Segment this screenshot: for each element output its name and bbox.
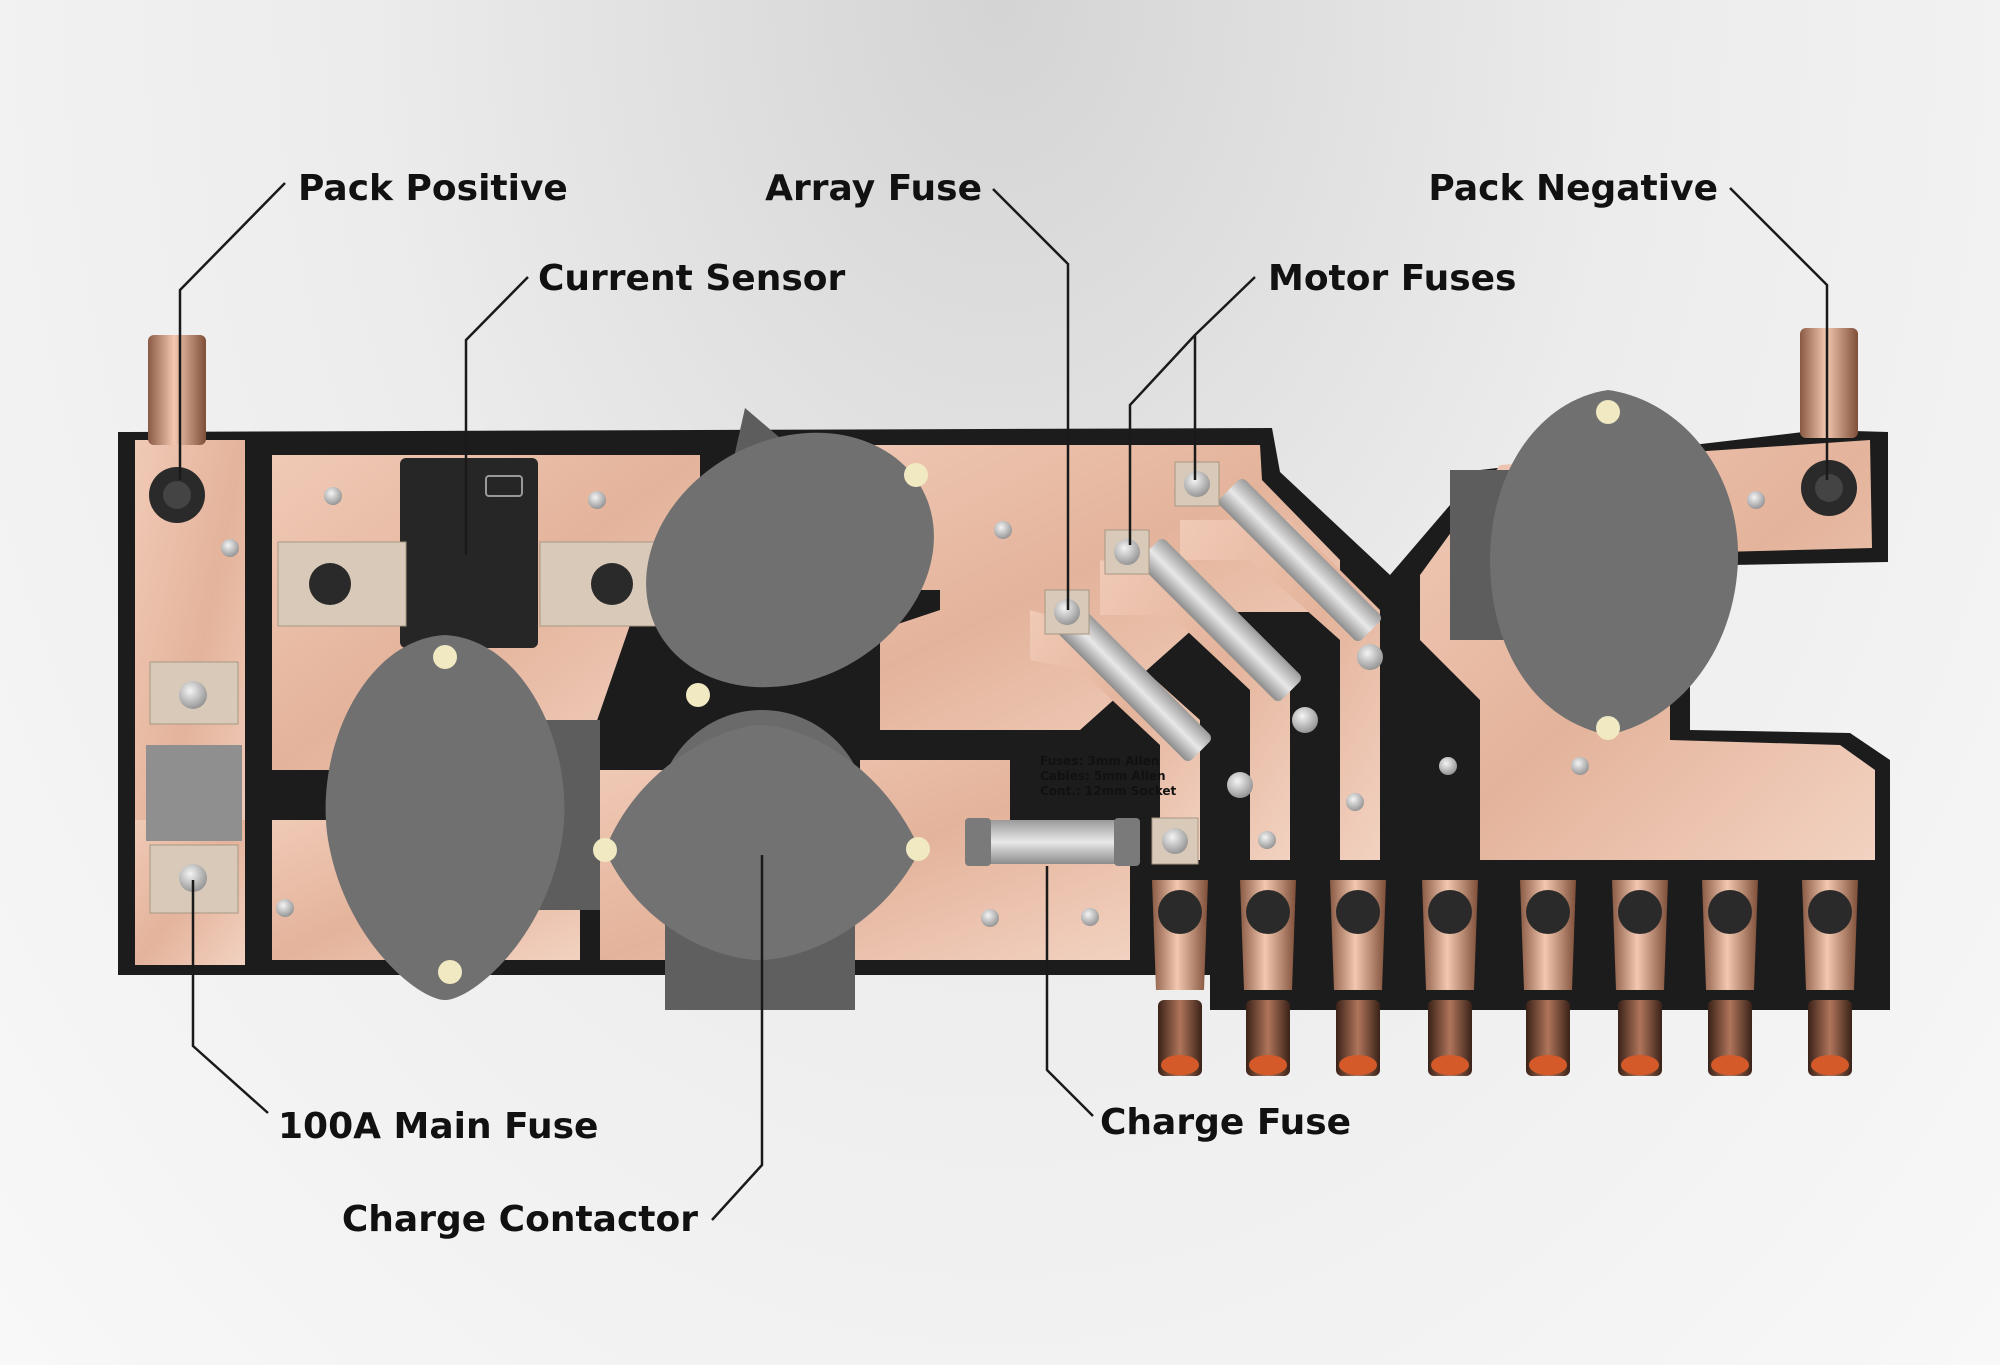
charge-fuse-body xyxy=(965,818,1198,866)
label-motor-fuses: Motor Fuses xyxy=(1268,258,1516,299)
label-main-fuse: 100A Main Fuse xyxy=(278,1106,598,1147)
tool-note: Fuses: 3mm Allen Cables: 5mm Allen Cont.… xyxy=(1040,754,1177,798)
label-current-sensor: Current Sensor xyxy=(538,258,845,299)
tool-note-line-1: Fuses: 3mm Allen xyxy=(1040,754,1159,768)
pack-negative-terminal xyxy=(1800,328,1858,516)
main-fuse-body xyxy=(146,662,242,913)
tool-note-line-2: Cables: 5mm Allen xyxy=(1040,769,1166,783)
label-array-fuse: Array Fuse xyxy=(765,168,982,209)
distribution-board: Fuses: 3mm Allen Cables: 5mm Allen Cont.… xyxy=(118,328,1890,1076)
label-charge-contactor: Charge Contactor xyxy=(342,1199,698,1240)
pack-positive-terminal xyxy=(148,335,206,523)
label-charge-fuse: Charge Fuse xyxy=(1100,1102,1351,1143)
label-pack-positive: Pack Positive xyxy=(298,168,568,209)
label-pack-negative: Pack Negative xyxy=(1428,168,1718,209)
tool-note-line-3: Cont.: 12mm Socket xyxy=(1040,784,1177,798)
